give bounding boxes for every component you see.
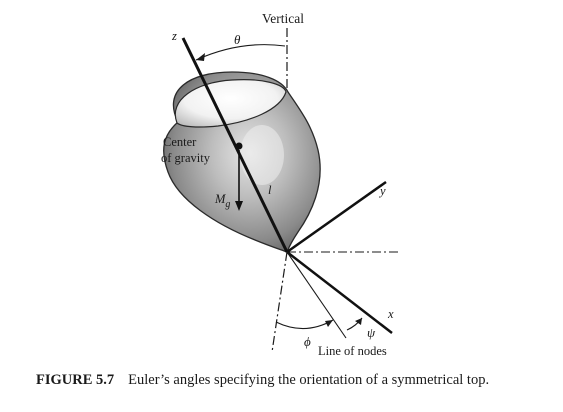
x-axis-line [286,251,393,334]
length-l-label: l [268,183,272,197]
vertical-label: Vertical [262,11,304,26]
y-axis-label: y [378,184,386,198]
center-of-gravity-label-line2: of gravity [161,151,211,165]
figure-caption-text: Euler’s angles specifying the orientatio… [128,372,490,388]
figure-caption: FIGURE 5.7 Euler’s angles specifying the … [36,372,556,389]
phi-arrowhead [325,320,333,327]
y-axis-line [286,180,387,254]
theta-label: θ [234,32,241,47]
z-axis-line [181,37,289,253]
weight-force-arrowhead [235,201,243,211]
psi-arrowhead [355,318,362,325]
line-of-nodes-line [286,251,347,339]
theta-angle-arc [195,44,286,61]
vertical-axis-lower-line [271,251,288,353]
center-of-gravity-dot [235,142,243,150]
weight-force-label: Mg [214,192,230,210]
line-of-nodes-label: Line of nodes [318,344,387,358]
figure-number: FIGURE 5.7 [36,372,115,388]
phi-angle-arc [275,319,334,330]
center-of-gravity-label-line1: Center [163,135,197,149]
weight-force-label-main: M [214,192,226,206]
weight-force-label-sub: g [225,199,230,210]
phi-label: ϕ [304,334,311,349]
x-axis-label: x [387,307,394,321]
theta-arrowhead [196,53,205,61]
z-axis-label: z [171,29,177,43]
psi-label: ψ [367,325,376,340]
